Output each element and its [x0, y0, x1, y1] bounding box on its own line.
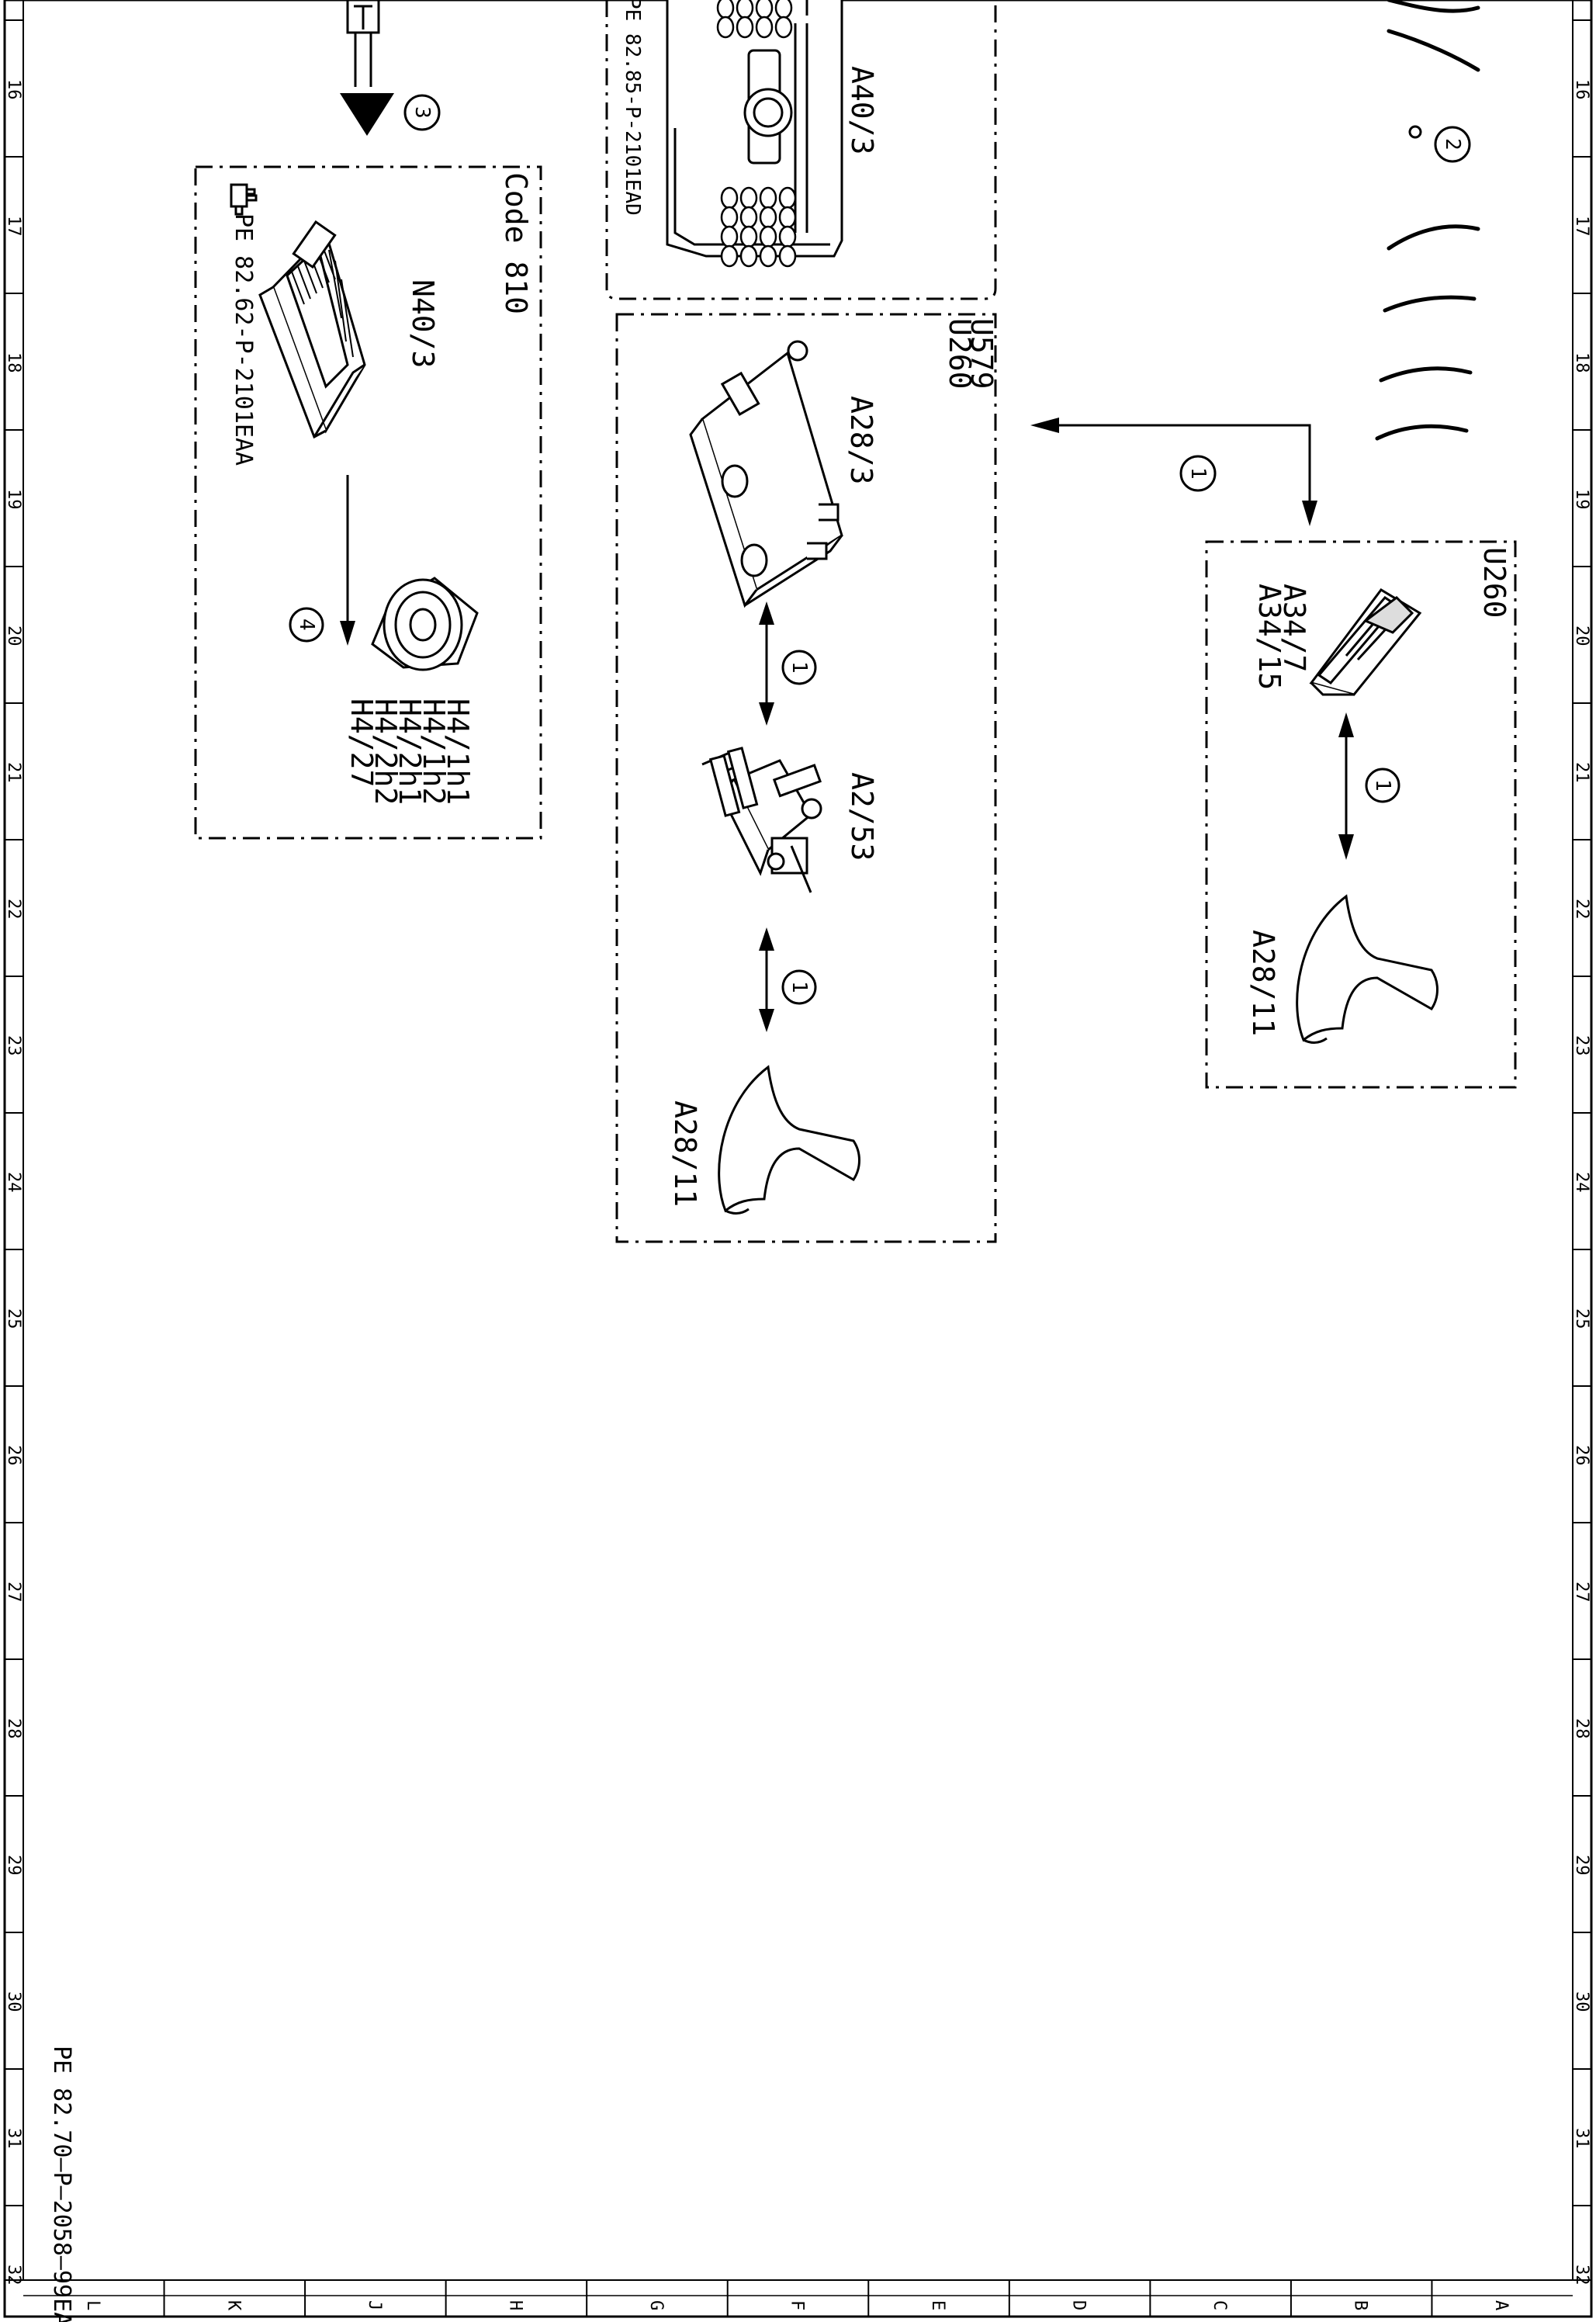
- row-label-left: 24: [4, 1172, 23, 1193]
- remote-device-icon: [1309, 588, 1422, 696]
- row-label-left: 27: [4, 1582, 23, 1603]
- callout-3: 3: [410, 106, 434, 119]
- group-u260: U260 A34/7 A34/15 1 A28/11: [1205, 540, 1517, 1089]
- row-label-left: 22: [4, 899, 23, 920]
- row-label-right: 19: [1572, 489, 1591, 510]
- grid-ticks: [5, 19, 1591, 2317]
- document-reference: PE 82.70–P–2058–99EAA: [48, 2046, 75, 2322]
- code-810-reference: PE 82.62-P-2101EAA: [230, 213, 257, 466]
- column-label: E: [928, 2300, 947, 2310]
- callout-4: 4: [295, 619, 318, 631]
- row-label-left: 32: [4, 2265, 23, 2286]
- column-label: G: [646, 2300, 666, 2310]
- row-label-right: 24: [1572, 1172, 1591, 1193]
- column-label: D: [1069, 2300, 1089, 2310]
- row-label-left: 21: [4, 762, 23, 783]
- callout-1a: 1: [788, 661, 811, 674]
- row-label-right: 26: [1572, 1445, 1591, 1466]
- row-label-right: 20: [1572, 626, 1591, 646]
- speaker-icon: [371, 577, 479, 671]
- column-label: B: [1351, 2300, 1370, 2310]
- signal-dot: [1408, 125, 1422, 139]
- row-label-left: 18: [4, 352, 23, 373]
- row-label-left: 25: [4, 1308, 23, 1329]
- row-label-right: 23: [1572, 1035, 1591, 1056]
- amplifier-label: N40/3: [406, 279, 440, 368]
- speaker-label-3: H4/2h1: [393, 698, 427, 805]
- head-unit-label: A40/3: [845, 66, 879, 154]
- column-label: A: [1491, 2300, 1511, 2310]
- connection-arrow: [1055, 424, 1311, 504]
- reference-hand-icon: [230, 183, 258, 216]
- column-label: C: [1210, 2300, 1229, 2310]
- row-label-left: 29: [4, 1855, 23, 1876]
- down-arrow-icon: [340, 93, 394, 136]
- group-u579-u260: U579 U260 A28/3 1: [615, 313, 999, 1243]
- speaker-label-4: H4/2h2: [369, 698, 403, 805]
- column-label: L: [83, 2300, 102, 2310]
- column-label: J: [365, 2300, 384, 2310]
- device-label-2: A34/15: [1252, 584, 1286, 690]
- group-head-unit: PE 82.85-P-2101EAD A40/3: [605, 0, 997, 300]
- row-label-right: 28: [1572, 1718, 1591, 1739]
- callout-2: 2: [1441, 138, 1464, 151]
- row-label-right: 32: [1572, 2265, 1591, 2286]
- control-module-label: A28/3: [844, 396, 878, 484]
- column-label: H: [505, 2300, 524, 2310]
- row-label-left: 26: [4, 1445, 23, 1466]
- column-label: K: [223, 2300, 243, 2311]
- callout-1d: 1: [1371, 779, 1394, 792]
- amplifier-icon: [258, 220, 366, 439]
- microphone-cone-icon: [718, 1065, 860, 1215]
- wireless-signal-icon: [1375, 0, 1480, 441]
- speaker-label-5: H4/27: [344, 698, 379, 787]
- row-label-right: 27: [1572, 1582, 1591, 1603]
- valve-label: A2/53: [845, 772, 879, 861]
- microphone-cone-icon-right: [1296, 894, 1438, 1044]
- head-unit-buttons: [716, 0, 797, 268]
- control-module-icon: [689, 340, 843, 608]
- callout-1c: 1: [1186, 467, 1210, 480]
- cone-label-u579: A28/11: [668, 1100, 702, 1207]
- row-label-left: 20: [4, 626, 23, 646]
- speaker-label-1: H4/1h1: [441, 698, 475, 805]
- row-label-left: 17: [4, 216, 23, 237]
- row-label-right: 31: [1572, 2128, 1591, 2149]
- row-label-left: 30: [4, 1991, 23, 2012]
- group-code-810: Code 810 PE 82.62-P-2101EAA N40/3 4: [194, 165, 542, 840]
- row-label-left: 16: [4, 79, 23, 100]
- row-label-left: 19: [4, 489, 23, 510]
- speaker-label-2: H4/1h2: [417, 698, 451, 805]
- row-label-right: 30: [1572, 1991, 1591, 2012]
- row-label-right: 25: [1572, 1308, 1591, 1329]
- callout-1b: 1: [788, 981, 811, 993]
- row-label-right: 18: [1572, 352, 1591, 373]
- row-label-right: 29: [1572, 1855, 1591, 1876]
- row-label-left: 23: [4, 1035, 23, 1056]
- group-code-u579: U579: [964, 318, 999, 390]
- row-label-right: 22: [1572, 899, 1591, 920]
- row-label-left: 28: [4, 1718, 23, 1739]
- cone-label-u260: A28/11: [1246, 930, 1280, 1036]
- input-connector-icon: [346, 0, 380, 87]
- head-unit-reference: PE 82.85-P-2101EAD: [621, 0, 644, 216]
- drawing-frame: [3, 0, 1593, 2318]
- row-label-left: 31: [4, 2128, 23, 2149]
- device-label-1: A34/7: [1277, 584, 1311, 672]
- row-label-right: 21: [1572, 762, 1591, 783]
- row-label-right: 17: [1572, 216, 1591, 237]
- group-code-u260-right: U260: [1477, 547, 1511, 619]
- column-label: F: [788, 2300, 807, 2310]
- code-810-label: Code 810: [499, 172, 533, 314]
- group-code-u260: U260: [943, 318, 977, 390]
- row-label-right: 16: [1572, 79, 1591, 100]
- valve-icon: [701, 747, 822, 893]
